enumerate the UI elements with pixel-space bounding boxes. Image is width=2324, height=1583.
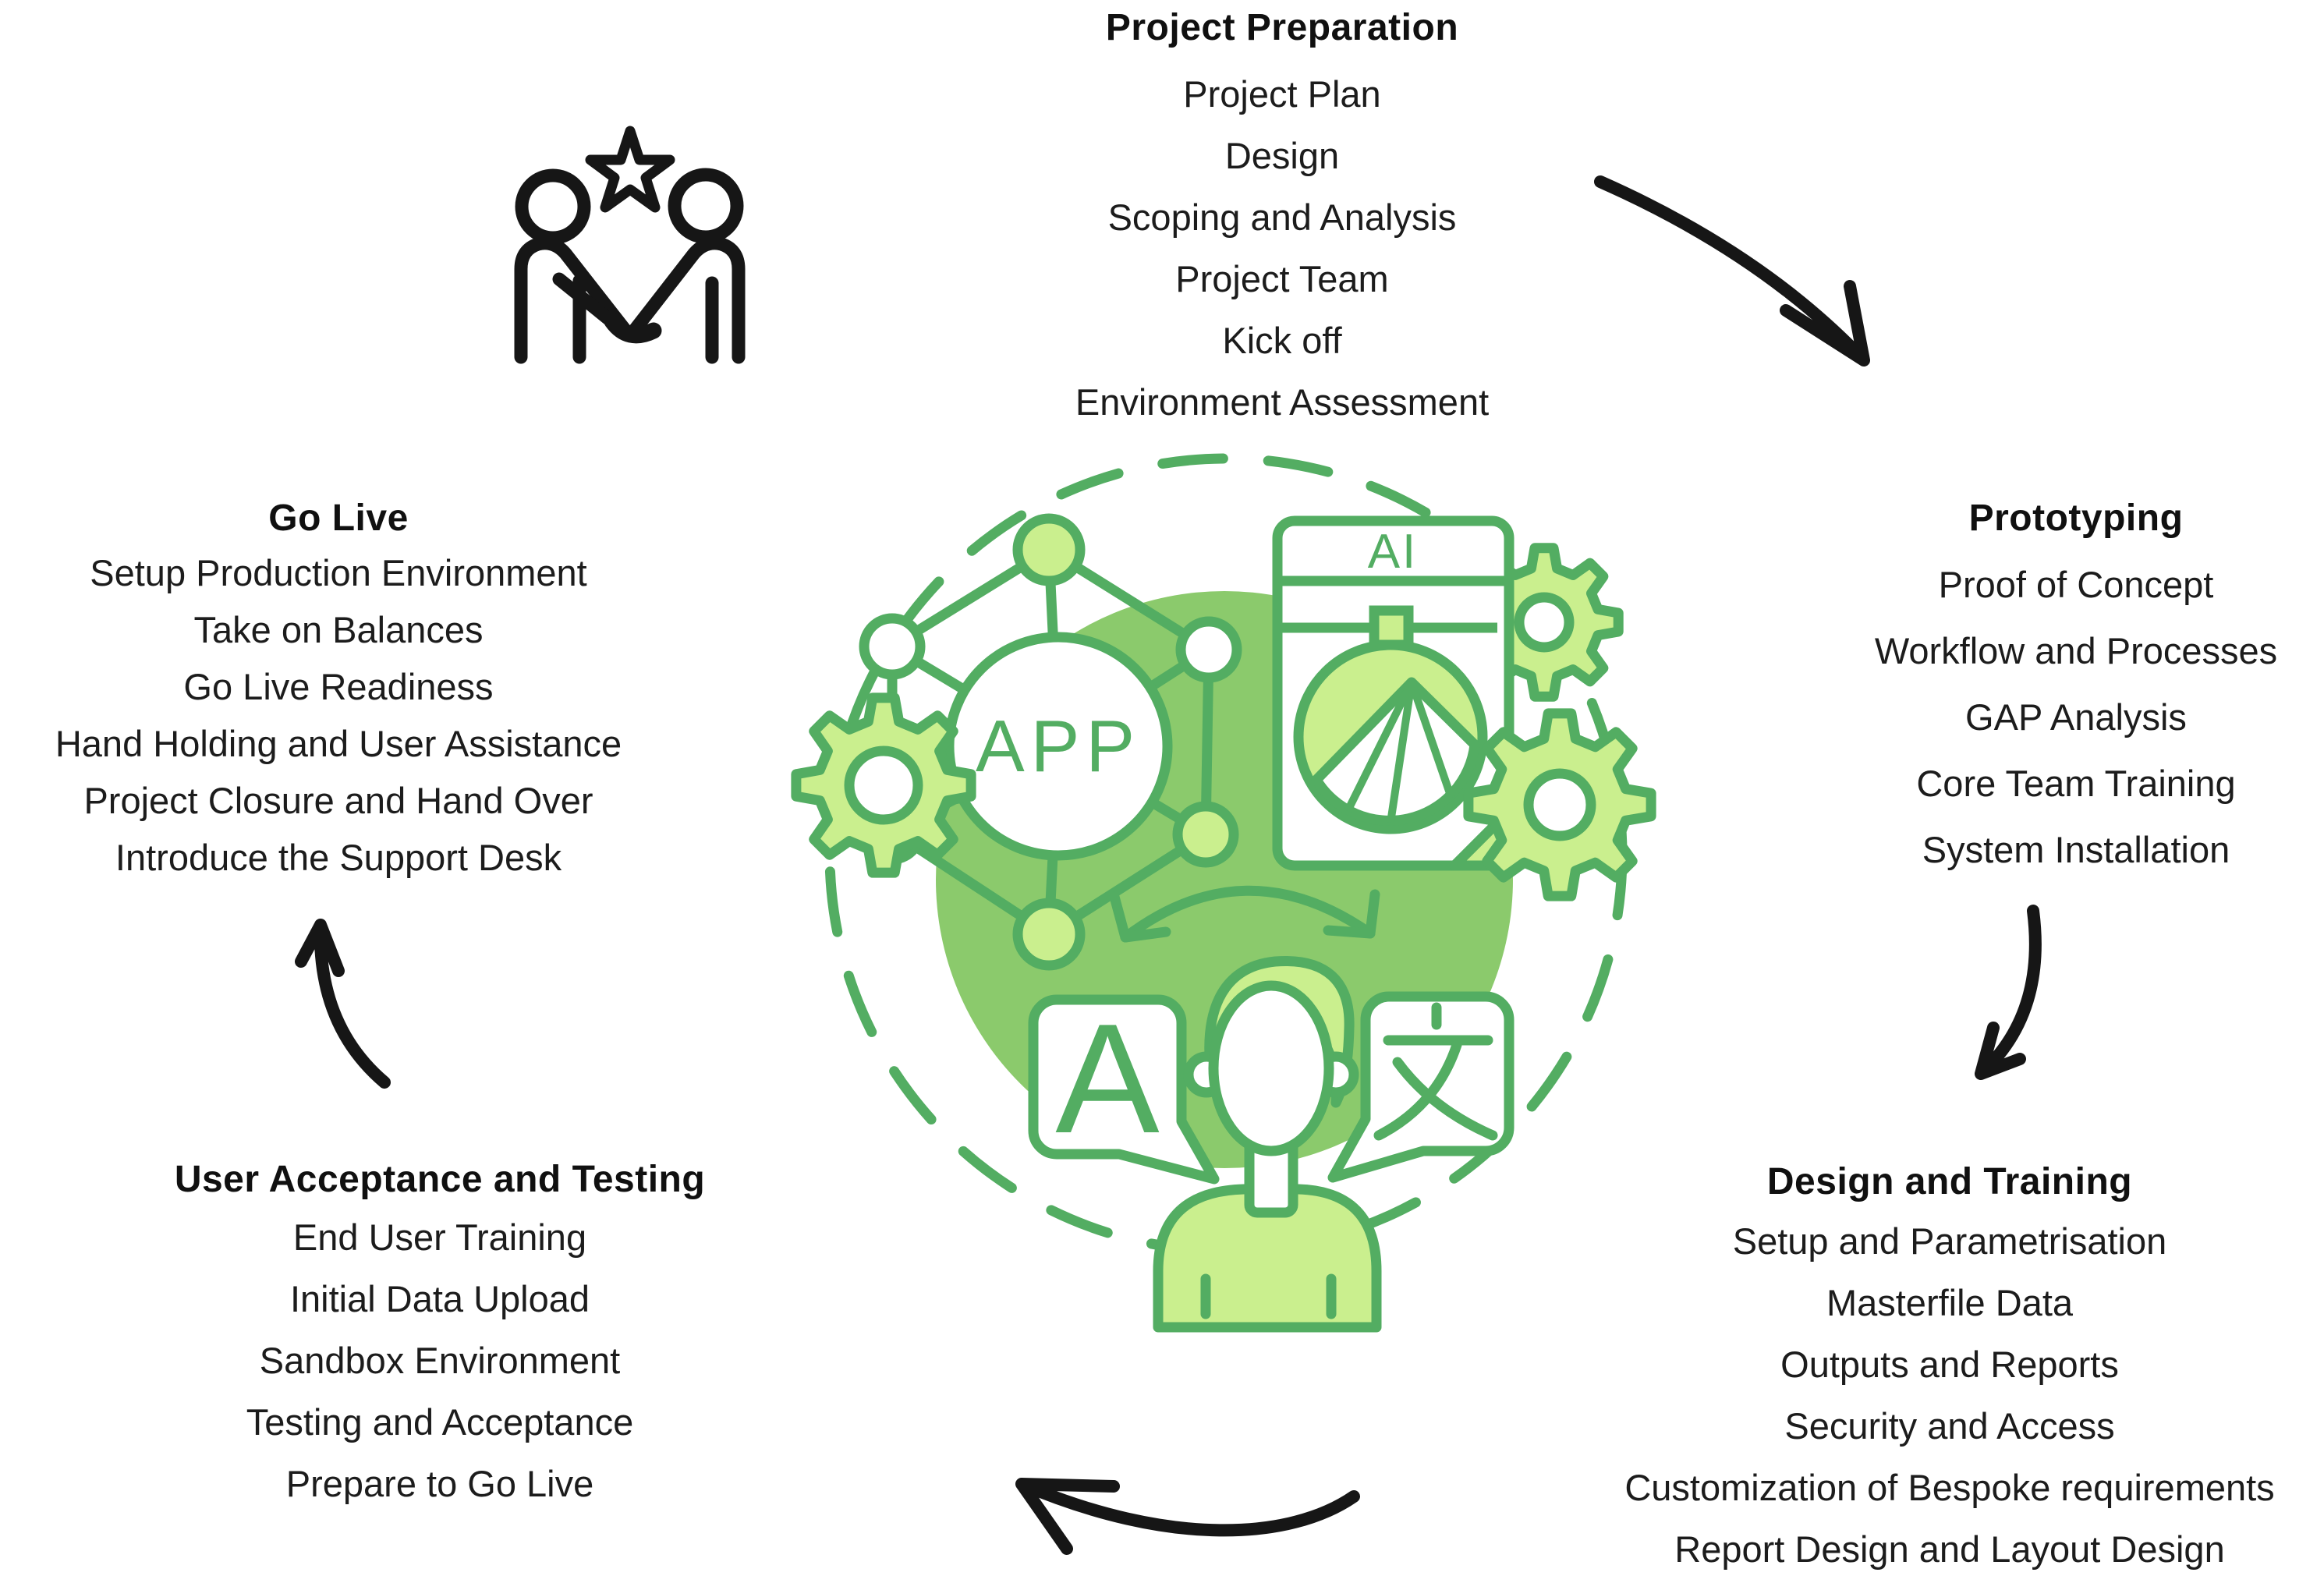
- stage-item: Take on Balances: [193, 609, 484, 650]
- stage-item: Environment Assessment: [1075, 381, 1490, 423]
- stage-design-and-training: Design and Training Setup and Parametris…: [1624, 1160, 2274, 1580]
- flow-arrow-left: [295, 919, 391, 1089]
- stage-item: Hand Holding and User Assistance: [55, 723, 622, 764]
- stage-title: User Acceptance and Testing: [174, 1159, 706, 1200]
- shirt: [1153, 1184, 1382, 1333]
- stage-item: Project Plan: [1183, 73, 1381, 115]
- stage-go-live: Go Live Setup Production Environment Tak…: [55, 497, 622, 886]
- center-illustration: APP AI: [791, 453, 1656, 1333]
- stage-title: Project Preparation: [1105, 7, 1459, 48]
- stage-title: Design and Training: [1766, 1161, 2133, 1202]
- stage-item: Proof of Concept: [1938, 564, 2214, 605]
- stage-prototyping: Prototyping Proof of Concept Workflow an…: [1875, 497, 2277, 883]
- app-label: APP: [976, 705, 1141, 787]
- stage-item-list: Project Plan Design Scoping and Analysis…: [1075, 63, 1489, 433]
- stage-item: Testing and Acceptance: [246, 1401, 634, 1443]
- stage-item: Security and Access: [1784, 1405, 2115, 1447]
- stage-item: GAP Analysis: [1965, 696, 2187, 738]
- flow-arrow-right: [1975, 905, 2042, 1080]
- stage-item: Setup Production Environment: [90, 552, 587, 593]
- stage-project-preparation: Project Preparation Project Plan Design …: [1075, 6, 1489, 433]
- stage-item-list: Setup Production Environment Take on Bal…: [55, 544, 622, 886]
- stage-item: Go Live Readiness: [183, 666, 494, 707]
- gear-icon: [791, 692, 976, 878]
- stage-user-acceptance-and-testing: User Acceptance and Testing End User Tra…: [175, 1158, 705, 1514]
- stage-item: Introduce the Support Desk: [115, 837, 562, 878]
- stage-item: Core Team Training: [1916, 763, 2236, 804]
- chest-lines: [1200, 1273, 1337, 1319]
- latin-letter: A: [1055, 992, 1160, 1166]
- ai-label: AI: [1368, 525, 1419, 579]
- clasped-hands: [604, 313, 662, 344]
- stage-item: End User Training: [292, 1216, 587, 1258]
- face: [1208, 980, 1334, 1156]
- cjk-character-wen: [1373, 1002, 1498, 1141]
- stage-item: Project Closure and Hand Over: [83, 780, 593, 821]
- citrus-blueprint-icon: [1281, 605, 1497, 834]
- stage-item: Sandbox Environment: [259, 1340, 621, 1381]
- flow-arrow-top-right: [1594, 175, 1870, 367]
- stage-item: Outputs and Reports: [1780, 1344, 2119, 1385]
- stage-item: Project Team: [1175, 258, 1389, 299]
- handshake-star-icon: [514, 126, 746, 364]
- stage-title: Prototyping: [1968, 498, 2184, 539]
- stage-item: Masterfile Data: [1826, 1282, 2074, 1323]
- curved-exchange-arrow-icon: [1109, 885, 1380, 943]
- flow-arrow-bottom: [1015, 1478, 1360, 1555]
- stage-item: Workflow and Processes: [1874, 630, 2278, 671]
- gear-icon: [1463, 708, 1656, 901]
- speech-bubble-a-icon: A: [1028, 992, 1220, 1185]
- translator-person-icon: [1153, 955, 1382, 1333]
- stage-item-list: End User Training Initial Data Upload Sa…: [175, 1206, 705, 1514]
- stage-item: Setup and Parametrisation: [1732, 1220, 2167, 1262]
- stage-title: Go Live: [268, 498, 409, 539]
- stage-item: System Installation: [1922, 829, 2230, 870]
- stage-item-list: Setup and Parametrisation Masterfile Dat…: [1624, 1210, 2274, 1580]
- stage-item: Customization of Bespoke requirements: [1624, 1467, 2275, 1508]
- stage-item: Report Design and Layout Design: [1674, 1528, 2225, 1570]
- stage-item: Scoping and Analysis: [1107, 197, 1457, 238]
- stage-item: Prepare to Go Live: [285, 1463, 594, 1504]
- app-network-icon: APP: [859, 513, 1242, 971]
- stage-item-list: Proof of Concept Workflow and Processes …: [1875, 551, 2277, 883]
- stage-item: Initial Data Upload: [289, 1278, 590, 1319]
- star-icon: [585, 126, 675, 213]
- speech-bubble-wen-icon: 文: [1327, 991, 1514, 1183]
- stage-item: Design: [1224, 135, 1340, 176]
- stage-item: Kick off: [1222, 320, 1342, 361]
